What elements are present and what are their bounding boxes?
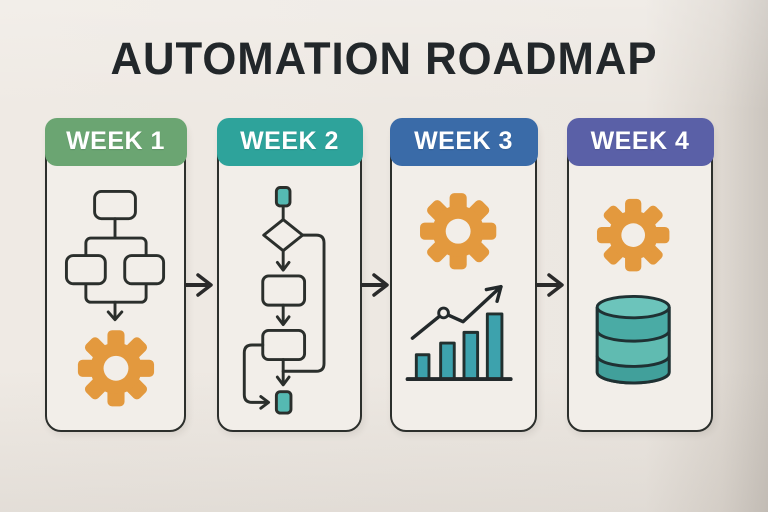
gear-icon <box>77 330 155 407</box>
week-2-header: WEEK 2 <box>216 117 363 166</box>
down-arrow-icon <box>106 310 124 322</box>
week-1-header: WEEK 1 <box>44 117 187 166</box>
week-2-card: WEEK 2 <box>216 117 363 432</box>
week-3-label: WEEK 3 <box>414 127 513 155</box>
week-3-content <box>405 193 513 382</box>
database-icon <box>595 294 671 385</box>
week-3-card: WEEK 3 <box>389 117 538 432</box>
week-1-content <box>64 189 166 407</box>
week-2-content <box>242 186 326 415</box>
week-4-content <box>595 198 671 385</box>
trend-node <box>437 306 450 320</box>
down-arrow-icon <box>275 260 291 272</box>
gear-icon <box>596 198 670 272</box>
connector-arrow-icon <box>535 273 564 297</box>
page-title: AUTOMATION ROADMAP <box>110 33 658 84</box>
process-box <box>261 274 307 307</box>
right-arrow-icon <box>259 395 271 410</box>
connector-arrow-icon <box>360 273 389 297</box>
connector-arrow-icon <box>184 273 213 297</box>
week-2-label: WEEK 2 <box>240 127 339 155</box>
gear-icon <box>420 193 497 270</box>
week-3-header: WEEK 3 <box>389 117 538 166</box>
trend-line <box>410 284 503 340</box>
week-1-label: WEEK 1 <box>66 127 165 155</box>
week-4-header: WEEK 4 <box>566 117 714 166</box>
flowchart-tree-icon <box>64 189 166 322</box>
flowchart-loop-icon <box>242 186 326 415</box>
chart-bars <box>414 312 504 381</box>
process-box <box>261 328 307 362</box>
start-node <box>274 186 292 208</box>
down-arrow-icon <box>275 375 291 387</box>
down-arrow-icon <box>275 315 291 327</box>
trend-arrowhead-icon <box>484 284 503 303</box>
week-1-card: WEEK 1 <box>44 117 187 432</box>
decision-diamond <box>262 218 305 253</box>
week-4-card: WEEK 4 <box>566 117 714 432</box>
end-node <box>274 390 293 415</box>
week-4-label: WEEK 4 <box>590 127 690 155</box>
growth-chart-icon <box>405 284 513 382</box>
